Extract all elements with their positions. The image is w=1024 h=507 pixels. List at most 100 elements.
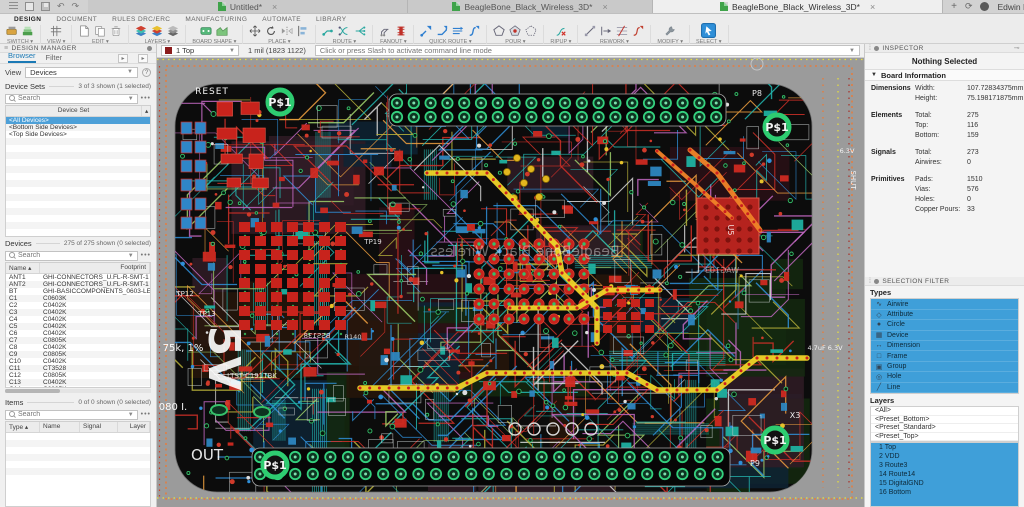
fanout-icon[interactable] bbox=[379, 25, 391, 39]
active-layer-select[interactable]: 1 Top ▼ bbox=[161, 45, 239, 56]
app-menu-icon[interactable] bbox=[9, 2, 18, 11]
tool-group-label[interactable]: BOARD SHAPE ▾ bbox=[192, 39, 237, 45]
device-sets-search[interactable]: ▼ bbox=[5, 93, 138, 104]
sync-icon[interactable]: ⟳ bbox=[964, 1, 973, 11]
extend-icon[interactable] bbox=[600, 25, 612, 39]
tool-group-label[interactable]: SELECT ▾ bbox=[695, 39, 722, 45]
quickroute-icon[interactable] bbox=[420, 25, 432, 39]
zoom-select-icon[interactable]: ▸ bbox=[138, 54, 148, 63]
panel-options-icon[interactable] bbox=[147, 45, 152, 51]
layers-gray-icon[interactable] bbox=[167, 25, 179, 39]
document-tab[interactable]: Untitled*× bbox=[88, 0, 409, 13]
panel-grip-icon[interactable]: ⁞ bbox=[869, 44, 872, 52]
items-header-layer[interactable]: Layer bbox=[118, 422, 150, 432]
filter-type-dimension[interactable]: ↔Dimension bbox=[871, 341, 1018, 352]
copy-doc-icon[interactable] bbox=[94, 25, 106, 39]
mirror-icon[interactable] bbox=[281, 25, 293, 39]
close-tab-icon[interactable]: × bbox=[869, 1, 876, 12]
slice-icon[interactable] bbox=[584, 25, 596, 39]
dm-tab-browser[interactable]: Browser bbox=[8, 51, 36, 63]
polygon-icon[interactable] bbox=[493, 24, 506, 39]
layer-row[interactable]: 14 Route14 bbox=[879, 471, 916, 478]
quickroute-loop-icon[interactable] bbox=[468, 25, 480, 39]
ribbon-tab-library[interactable]: LIBRARY bbox=[316, 16, 347, 23]
board-information-section[interactable]: ▼ Board Information bbox=[865, 69, 1024, 81]
tool-group-label[interactable]: REWORK ▾ bbox=[599, 39, 629, 45]
device-set-row[interactable]: <Bottom Side Devices> bbox=[6, 124, 150, 131]
tool-group-label[interactable]: RIPUP ▾ bbox=[550, 39, 572, 45]
delete-icon[interactable] bbox=[110, 25, 122, 39]
layer-preset-row[interactable]: <Preset_Bottom> bbox=[871, 416, 1018, 424]
view-select[interactable]: Devices▼ bbox=[25, 66, 138, 78]
filter-type-attribute[interactable]: ◇Attribute bbox=[871, 310, 1018, 321]
unroute-icon[interactable] bbox=[632, 25, 644, 39]
filter-type-airwire[interactable]: ∿Airwire bbox=[871, 299, 1018, 310]
items-header-signal[interactable]: Signal bbox=[80, 422, 118, 432]
tool-group-label[interactable]: MODIFY ▾ bbox=[657, 39, 683, 45]
devices-search[interactable]: ▼ bbox=[5, 250, 138, 261]
layer-preset-row[interactable]: <All> bbox=[871, 407, 1018, 416]
tool-group-label[interactable]: SWITCH ▾ bbox=[7, 39, 33, 45]
polygon-fill-icon[interactable] bbox=[509, 24, 521, 39]
rotate-icon[interactable] bbox=[265, 25, 277, 39]
undo-icon[interactable]: ↶ bbox=[57, 1, 65, 11]
close-tab-icon[interactable]: × bbox=[272, 1, 278, 12]
quickroute-corner-icon[interactable] bbox=[436, 25, 448, 39]
ribbon-tab-automate[interactable]: AUTOMATE bbox=[262, 16, 302, 23]
device-set-row[interactable]: <Top Side Devices> bbox=[9, 131, 67, 138]
layers-red-icon[interactable] bbox=[135, 25, 147, 39]
layer-row[interactable]: 1 Top bbox=[879, 444, 896, 451]
switch-board-a-icon[interactable] bbox=[6, 25, 18, 39]
devices-header-name[interactable]: Name ▴ bbox=[6, 263, 40, 273]
layer-row[interactable]: 2 VDD bbox=[879, 453, 900, 460]
items-search[interactable]: ▼ bbox=[5, 409, 138, 420]
device-set-header[interactable]: Device Set bbox=[6, 106, 142, 116]
layer-row[interactable] bbox=[871, 497, 1018, 506]
items-header-name[interactable]: Name bbox=[40, 422, 80, 432]
board-area-icon[interactable] bbox=[216, 25, 228, 39]
tool-group-label[interactable]: LAYERS ▾ bbox=[144, 39, 171, 45]
tool-group-label[interactable]: ROUTE ▾ bbox=[332, 39, 357, 45]
device-set-row[interactable]: <All Devices> bbox=[6, 117, 150, 124]
wrench-icon[interactable] bbox=[664, 25, 676, 39]
panel-grip-icon[interactable]: ≡ bbox=[4, 44, 9, 52]
layer-row[interactable]: 16 Bottom bbox=[879, 489, 911, 496]
items-more-icon[interactable]: ••• bbox=[140, 411, 151, 418]
notifications-icon[interactable] bbox=[980, 2, 990, 11]
polygon-dash-icon[interactable] bbox=[525, 24, 537, 39]
tool-group-label[interactable]: EDIT ▾ bbox=[92, 39, 109, 45]
pin-icon[interactable]: ⊸ bbox=[1013, 45, 1020, 52]
new-tab-button[interactable]: + bbox=[951, 1, 957, 12]
board-outline-icon[interactable] bbox=[200, 25, 212, 39]
filter-type-device[interactable]: ▦Device bbox=[871, 331, 1018, 342]
file-new-icon[interactable] bbox=[25, 2, 34, 11]
help-circle-icon[interactable]: ? bbox=[142, 67, 151, 77]
device-row[interactable]: C14C0805K bbox=[6, 386, 150, 387]
layer-preset-row[interactable]: <Preset_Top> bbox=[871, 433, 1018, 441]
switch-board-b-icon[interactable] bbox=[22, 25, 34, 39]
tool-group-label[interactable]: FANOUT ▾ bbox=[380, 39, 407, 45]
ripup-icon[interactable] bbox=[555, 25, 567, 39]
tool-group-label[interactable]: POUR ▾ bbox=[505, 39, 526, 45]
select-icon[interactable] bbox=[701, 23, 717, 40]
quickroute-bus-icon[interactable] bbox=[452, 25, 464, 39]
panel-grip-icon[interactable]: ⁞ bbox=[869, 277, 872, 285]
filter-type-group[interactable]: ▣Group bbox=[871, 362, 1018, 373]
document-tab[interactable]: BeagleBone_Black_Wireless_3D*× bbox=[408, 0, 654, 13]
devices-header-footprint[interactable]: Footprint bbox=[40, 263, 150, 273]
move-icon[interactable] bbox=[249, 25, 261, 39]
items-header-type[interactable]: Type ▴ bbox=[6, 422, 40, 432]
route-manual-icon[interactable] bbox=[322, 25, 334, 39]
